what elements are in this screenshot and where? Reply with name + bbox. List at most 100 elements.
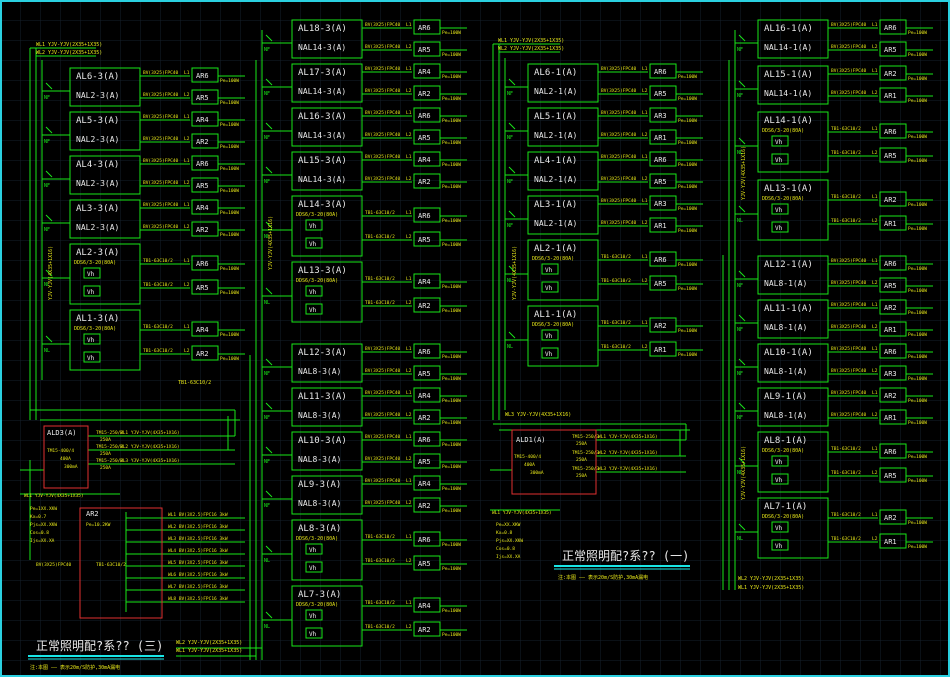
col-a-out-phase-2-1: L2 — [184, 180, 190, 186]
col-b1-out-name-5-1: AR2 — [418, 302, 431, 310]
col-d1-meter-label-b-3: Vh — [775, 225, 783, 232]
col-b1-panel-box-1 — [291, 63, 363, 103]
col-b2-out-name-5-1: AR2 — [418, 626, 431, 634]
col-a-out-box-3-0 — [191, 199, 219, 215]
col-b1-meter-box-a-4 — [305, 219, 323, 231]
col-a-out-power-3-0: Pe=100W — [220, 210, 239, 216]
col-d1-out-power-3-0: Pe=100W — [908, 202, 927, 208]
riser-d-label: YJV-YJV(4X35+1X16) — [741, 146, 747, 200]
col-b1-panel-sub-2: NAL14-3(A) — [298, 131, 346, 140]
col-b1-tag-3: NF — [264, 179, 270, 185]
col-b2-out-power-1-0: Pe=100W — [442, 398, 461, 404]
col-b1-out-phase-4-0: L1 — [406, 210, 412, 216]
col-c-out-name-5-1: AR1 — [654, 346, 667, 354]
col-a-out-power-0-0: Pe=100W — [220, 78, 239, 84]
col-b1-tag-5: NL — [264, 300, 270, 306]
col-d2-panel-box-4 — [757, 431, 829, 493]
col-b2-out-power-3-0: Pe=100W — [442, 486, 461, 492]
col-d1-out-name-3-0: AR2 — [884, 196, 897, 204]
riser-b-label: YJV-YJV(4X35+1X16) — [268, 216, 274, 270]
col-c-out-name-4-1: AR5 — [654, 280, 667, 288]
col-d1-meter-box-b-2 — [771, 153, 789, 165]
col-b1-panel-name-5: AL13-3(A) — [298, 266, 347, 276]
ar2-row-5: WL6 BV(3X2.5)FPC16 3kW — [168, 572, 228, 578]
col-b1-out-breaker-4-0: TB1-63C10/2 — [365, 210, 395, 216]
col-d-feeder-label-1: WL2 YJV-YJV(2X35+1X35) — [738, 576, 804, 582]
col-c-meter-label-a-5: Vh — [545, 333, 553, 340]
col-b1-panel-name-0: AL18-3(A) — [298, 24, 347, 34]
col-d2-tag-3: NF — [737, 415, 743, 421]
col-b2-out-phase-1-1: L2 — [406, 412, 412, 418]
col-b2-panel-name-2: AL10-3(A) — [298, 436, 347, 446]
main-right-breaker-rating-0: 250A — [576, 441, 587, 447]
col-b2-out-phase-1-0: L1 — [406, 390, 412, 396]
col-c-breaker-sym-4 — [508, 265, 516, 273]
col-a-out-name-1-0: AR4 — [196, 116, 209, 124]
col-d1-panel-sub-0: NAL14-1(A) — [764, 43, 812, 52]
col-d1-out-phase-3-0: L1 — [872, 194, 878, 200]
col-d2-tag-4: NL — [737, 470, 743, 476]
ar2-name: AR2 — [86, 510, 99, 518]
col-b2-out-box-0-0 — [413, 343, 441, 359]
col-b1-out-cable-2-1: BV(3X25)FPC40 — [365, 132, 401, 138]
col-d2-out-power-1-0: Pe=100W — [908, 310, 927, 316]
col-a-out-box-1-0 — [191, 111, 219, 127]
col-b1-out-phase-1-0: L1 — [406, 66, 412, 72]
col-b2-out-name-2-0: AR6 — [418, 436, 431, 444]
col-d2-out-box-2-0 — [879, 343, 907, 359]
col-b1-panel-box-5 — [291, 261, 363, 323]
col-c-out-name-3-1: AR1 — [654, 222, 667, 230]
col-c-out-box-4-1 — [649, 275, 677, 291]
col-d1-out-box-2-1 — [879, 147, 907, 163]
col-c-panel-box-3 — [527, 195, 599, 235]
col-d2-out-box-1-0 — [879, 299, 907, 315]
col-a-breaker-sym-3 — [45, 214, 53, 222]
col-c-out-phase-0-1: L2 — [642, 88, 648, 94]
col-b2-tag-0: NF — [264, 371, 270, 377]
col-c-panel-box-4 — [527, 239, 599, 301]
col-c-out-cable-2-1: BV(3X25)FPC40 — [601, 176, 637, 182]
col-a-out-box-3-1 — [191, 221, 219, 237]
col-c-out-name-5-0: AR2 — [654, 322, 667, 330]
col-b2-out-box-3-1 — [413, 497, 441, 513]
col-b1-out-power-3-1: Pe=100W — [442, 184, 461, 190]
col-b1-tag-2: NF — [264, 135, 270, 141]
col-d2-panel-box-1 — [757, 299, 829, 339]
col-d2-panel-name-5: AL7-1(A) — [764, 502, 807, 512]
col-b2-out-cable-0-0: BV(3X25)FPC40 — [365, 346, 401, 352]
col-a-meter-label-a-4: Vh — [87, 271, 95, 278]
col-a-tag-3: NF — [44, 227, 50, 233]
ar2-row-4: WL5 BV(3X2.5)FPC16 3kW — [168, 560, 228, 566]
col-c-out-power-0-1: Pe=100W — [678, 96, 697, 102]
col-b1-meter-box-b-4 — [305, 237, 323, 249]
col-b1-out-box-2-1 — [413, 129, 441, 145]
col-d2-out-power-0-0: Pe=100W — [908, 266, 927, 272]
col-b2-out-phase-4-0: L1 — [406, 534, 412, 540]
col-b1-out-cable-0-1: BV(3X25)FPC40 — [365, 44, 401, 50]
col-b1-out-name-4-0: AR6 — [418, 212, 431, 220]
col-d2-panel-box-0 — [757, 255, 829, 295]
col-b2-panel-sub-3: NAL8-3(A) — [298, 499, 341, 508]
col-c-out-power-0-0: Pe=100W — [678, 74, 697, 80]
col-a-out-name-4-1: AR5 — [196, 284, 209, 292]
col-a-panel-box-1 — [69, 111, 141, 151]
col-b2-out-box-5-0 — [413, 597, 441, 613]
col-c-out-breaker-4-0: TB1-63C10/2 — [601, 254, 631, 260]
col-c-out-power-5-1: Pe=100W — [678, 352, 697, 358]
col-b1-panel-name-1: AL17-3(A) — [298, 68, 347, 78]
col-d1-meter-label-a-3: Vh — [775, 207, 783, 214]
col-d1-out-power-1-0: Pe=100W — [908, 76, 927, 82]
col-d2-panel-name-4: AL8-1(A) — [764, 436, 807, 446]
col-c-out-phase-3-1: L2 — [642, 220, 648, 226]
col-d2-out-power-1-1: Pe=100W — [908, 332, 927, 338]
col-d2-out-cable-0-1: BV(3X25)FPC40 — [831, 280, 867, 286]
col-b2-out-box-4-0 — [413, 531, 441, 547]
main-left-red-box — [43, 425, 89, 489]
col-d2-out-cable-0-0: BV(3X25)FPC40 — [831, 258, 867, 264]
col-a-panel-sub-1: NAL2-3(A) — [76, 135, 119, 144]
col-d2-out-power-2-1: Pe=100W — [908, 376, 927, 382]
col-d2-out-box-4-0 — [879, 443, 907, 459]
col-d1-out-box-1-1 — [879, 87, 907, 103]
col-d2-panel-main-breaker-5: DDS6/3-20(80A) — [762, 514, 804, 520]
col-a-out-power-5-0: Pe=100W — [220, 332, 239, 338]
